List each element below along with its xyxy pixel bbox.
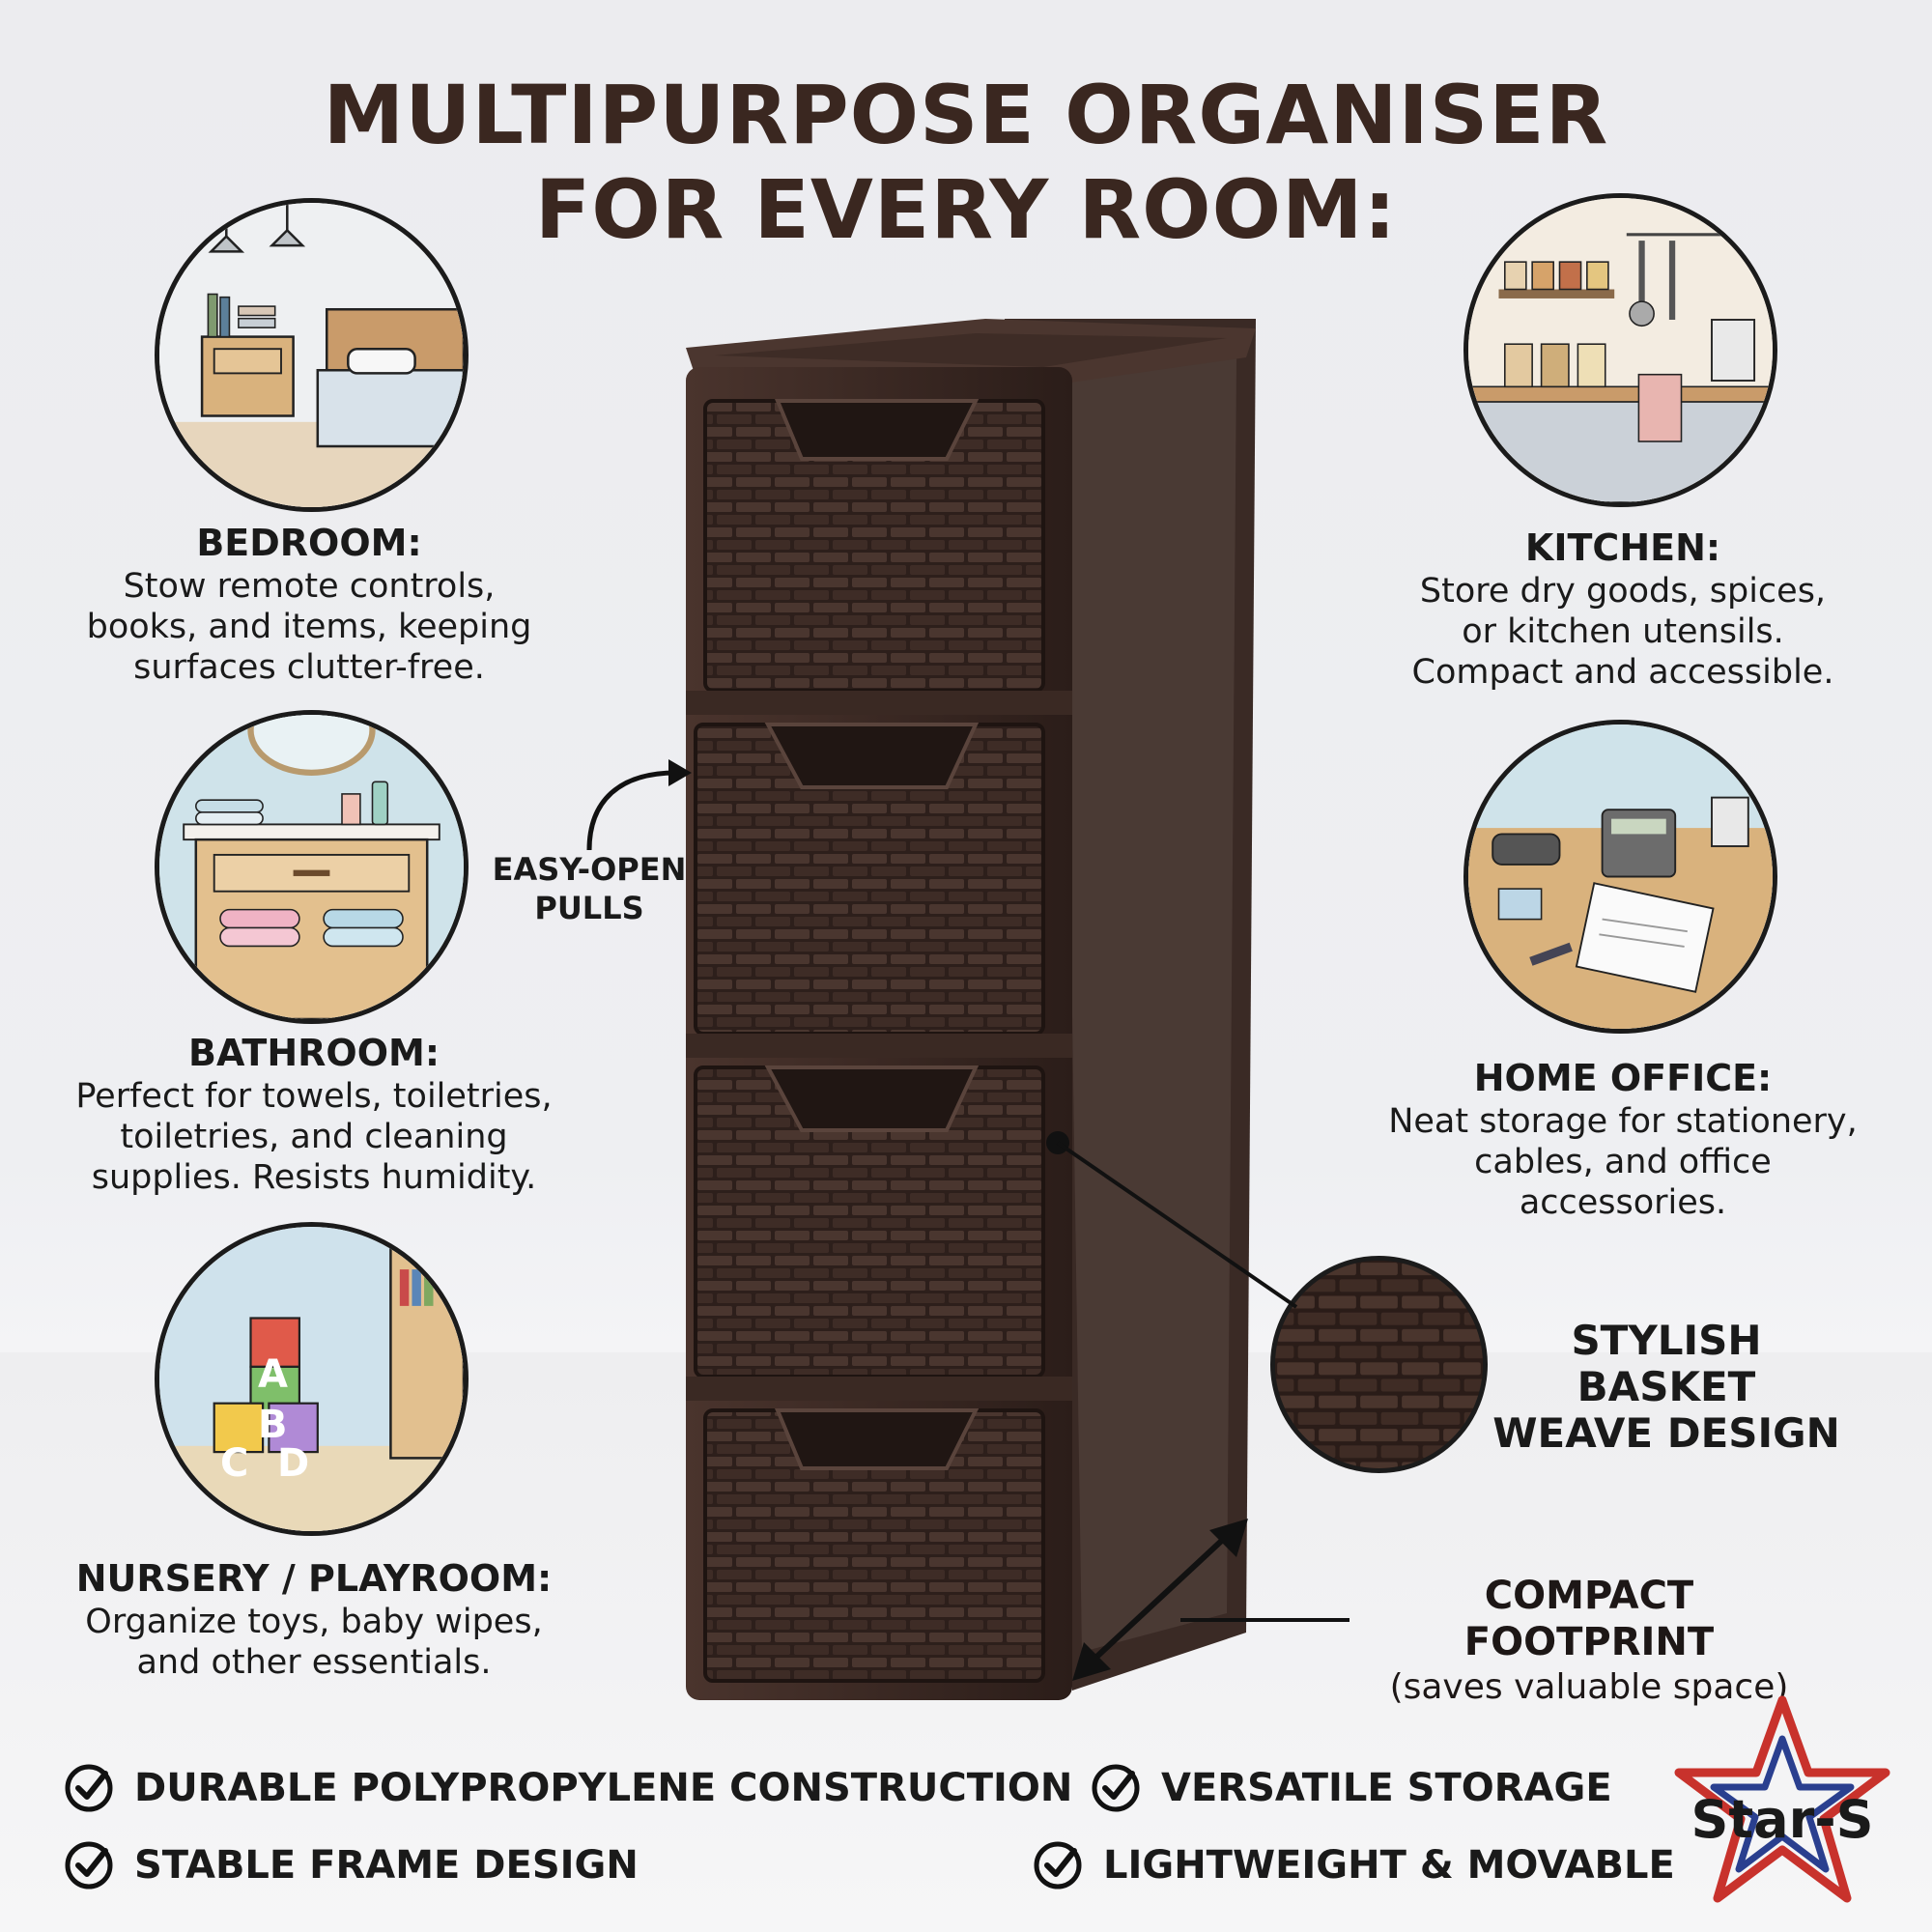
pulls-arrow	[586, 759, 692, 851]
checkmark-icon	[1092, 1764, 1140, 1812]
checkmark-icon	[65, 1841, 113, 1889]
footprint-callout: COMPACT FOOTPRINT (saves valuable space)	[1357, 1573, 1821, 1710]
office-text: Neat storage for stationery, cables, and…	[1388, 1102, 1858, 1222]
checkmark-icon	[65, 1764, 113, 1812]
drawer-4[interactable]	[703, 1408, 1045, 1683]
feature-stable-label: STABLE FRAME DESIGN	[134, 1843, 639, 1888]
nursery-heading: NURSERY / PLAYROOM:	[75, 1557, 553, 1600]
pulls-callout: EASY-OPEN PULLS	[492, 851, 687, 926]
nursery-text: Organize toys, baby wipes, and other ess…	[85, 1603, 543, 1682]
footprint-title: COMPACT FOOTPRINT	[1463, 1574, 1715, 1664]
nursery-block: NURSERY / PLAYROOM: Organize toys, baby …	[39, 1557, 589, 1683]
title-line-2: FOR EVERY ROOM:	[534, 162, 1398, 257]
feature-versatile: VERSATILE STORAGE	[1090, 1762, 1612, 1814]
bathroom-text: Perfect for towels, toiletries, toiletri…	[75, 1077, 553, 1197]
feature-durable: DURABLE POLYPROPYLENE CONSTRUCTION	[63, 1762, 1072, 1814]
feature-lightweight-label: LIGHTWEIGHT & MOVABLE	[1103, 1843, 1675, 1888]
office-illustration	[1463, 720, 1777, 1034]
bathroom-block: BATHROOM: Perfect for towels, toiletries…	[39, 1032, 589, 1198]
kitchen-illustration	[1463, 193, 1777, 507]
bedroom-block: BEDROOM: Stow remote controls, books, an…	[58, 522, 560, 688]
block-d-label: D	[277, 1441, 310, 1486]
page-title: MULTIPURPOSE ORGANISER FOR EVERY ROOM:	[0, 68, 1932, 257]
office-block: HOME OFFICE: Neat storage for stationery…	[1362, 1057, 1884, 1223]
nursery-illustration	[155, 1222, 469, 1536]
footprint-leader-line	[1180, 1618, 1350, 1622]
feature-versatile-label: VERSATILE STORAGE	[1161, 1766, 1612, 1810]
brand-name: Star-S	[1690, 1789, 1874, 1850]
star-logo-icon	[1674, 1695, 1890, 1903]
kitchen-block: KITCHEN: Store dry goods, spices, or kit…	[1362, 526, 1884, 693]
block-b-label: B	[258, 1403, 288, 1447]
footprint-subtitle: (saves valuable space)	[1389, 1667, 1789, 1707]
checkmark-icon	[1034, 1841, 1082, 1889]
feature-stable: STABLE FRAME DESIGN	[63, 1839, 639, 1891]
feature-durable-label: DURABLE POLYPROPYLENE CONSTRUCTION	[134, 1766, 1073, 1810]
drawer-2[interactable]	[694, 723, 1045, 1036]
feature-lightweight: LIGHTWEIGHT & MOVABLE	[1032, 1839, 1675, 1891]
office-heading: HOME OFFICE:	[1473, 1057, 1773, 1099]
footprint-arrow	[1072, 1519, 1248, 1681]
drawer-1[interactable]	[703, 399, 1045, 693]
block-a-label: A	[258, 1352, 288, 1397]
block-c-label: C	[220, 1441, 249, 1486]
weave-leader-line	[1046, 1131, 1298, 1309]
kitchen-text: Store dry goods, spices, or kitchen uten…	[1411, 572, 1834, 692]
weave-callout: STYLISH BASKET WEAVE DESIGN	[1492, 1317, 1840, 1457]
bedroom-text: Stow remote controls, books, and items, …	[86, 567, 532, 687]
bedroom-illustration	[155, 198, 469, 512]
weave-zoom-circle	[1270, 1256, 1488, 1473]
drawer-unit-image	[686, 319, 1256, 1700]
title-line-1: MULTIPURPOSE ORGANISER	[323, 68, 1609, 162]
bathroom-heading: BATHROOM:	[187, 1032, 440, 1074]
kitchen-heading: KITCHEN:	[1524, 526, 1721, 569]
drawer-3[interactable]	[694, 1065, 1045, 1378]
bedroom-heading: BEDROOM:	[196, 522, 422, 564]
bathroom-illustration	[155, 710, 469, 1024]
